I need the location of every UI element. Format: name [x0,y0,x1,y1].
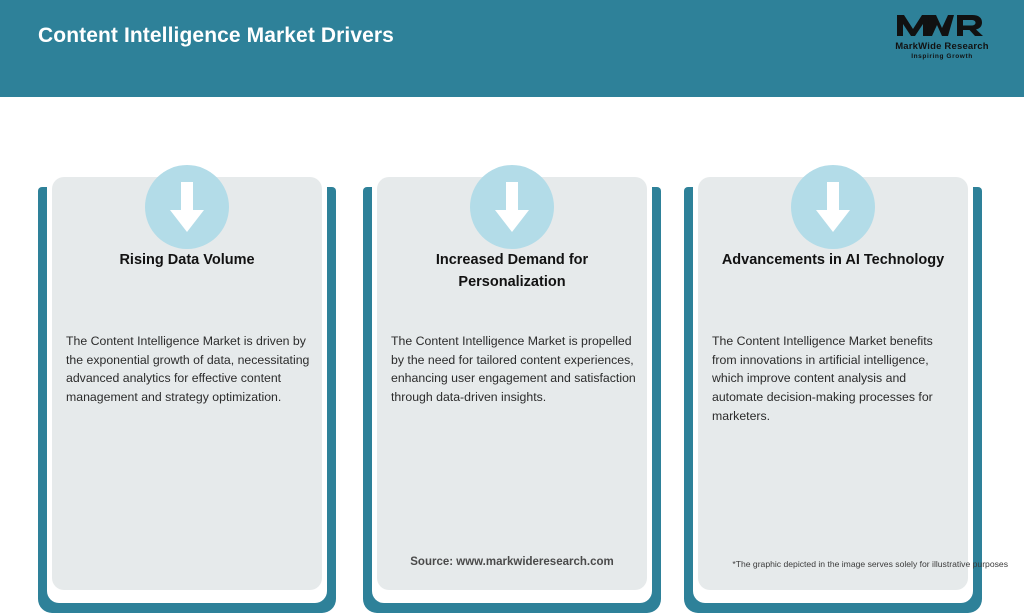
arrow-down-icon [145,165,229,249]
source-label: Source: www.markwideresearch.com [410,556,614,568]
mwr-logo-icon [897,15,983,36]
drivers-card-group: Rising Data Volume The Content Intellige… [0,97,1024,613]
disclaimer-note: *The graphic depicted in the image serve… [732,559,1008,569]
driver-card-1[interactable]: Rising Data Volume The Content Intellige… [38,165,336,615]
arrow-down-glyph [816,182,850,232]
card-body-text: The Content Intelligence Market is prope… [391,334,636,405]
header-bar: Content Intelligence Market Drivers Mark… [0,0,1024,97]
logo-company-name: MarkWide Research [895,41,989,52]
arrow-down-glyph [170,182,204,232]
arrow-down-glyph [495,182,529,232]
driver-card-3[interactable]: Advancements in AI Technology The Conten… [684,165,982,615]
arrow-down-icon [791,165,875,249]
card-title: Rising Data Volume [119,252,255,268]
arrow-down-icon [470,165,554,249]
card-body-text: The Content Intelligence Market is drive… [66,334,310,405]
driver-card-2[interactable]: Increased Demand for Personalization The… [363,165,661,615]
card-title: Advancements in AI Technology [721,252,945,268]
card-body-text: The Content Intelligence Market benefits… [712,334,933,423]
card-surface: Rising Data Volume The Content Intellige… [52,177,322,590]
card-title: Increased Demand for Personalization [435,252,589,291]
logo-tagline: Inspiring Growth [911,53,973,60]
page-title: Content Intelligence Market Drivers [38,24,394,47]
brand-logo: MarkWide Research Inspiring Growth [882,10,1002,66]
